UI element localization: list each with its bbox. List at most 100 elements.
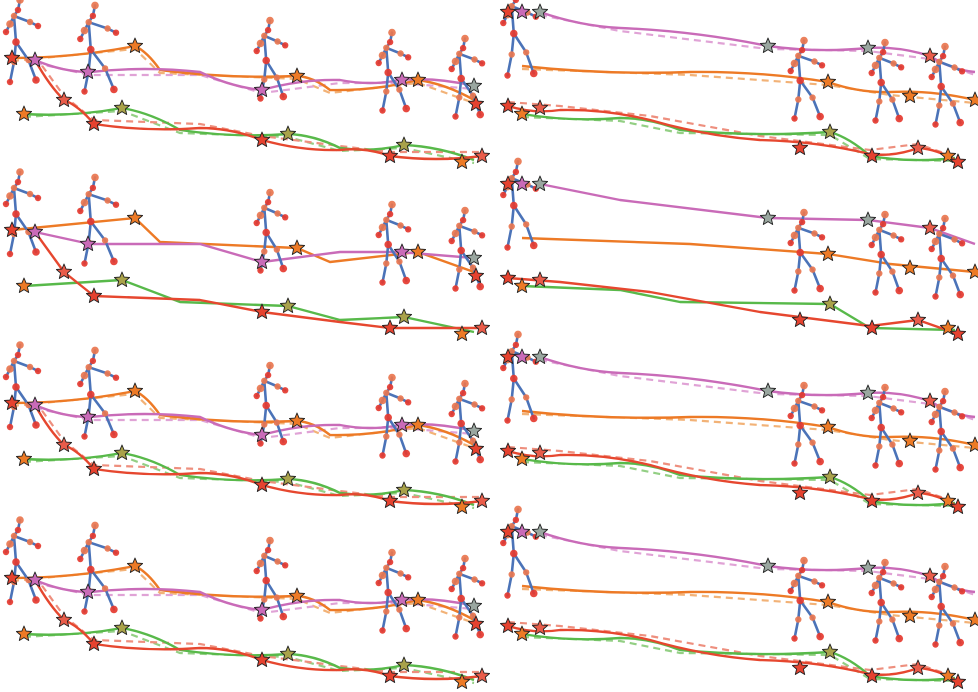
joint-dot: [478, 60, 486, 67]
skeleton-bone: [89, 568, 107, 590]
skeleton-bone: [381, 435, 388, 457]
star-marker: [409, 71, 427, 87]
skeleton-bone: [262, 379, 268, 407]
joint-dot: [262, 401, 271, 410]
joint-dot: [404, 226, 412, 233]
joint-dot: [818, 234, 826, 241]
joint-dot: [253, 392, 260, 400]
joint-dot: [10, 184, 18, 192]
star-marker: [821, 295, 839, 311]
star-marker: [465, 77, 483, 93]
joint-dot: [404, 399, 412, 406]
joint-dot: [375, 404, 382, 412]
skeleton-bone: [796, 574, 802, 602]
joint-dot: [890, 580, 897, 587]
joint-dot: [504, 592, 511, 599]
skeleton-bone: [454, 268, 461, 290]
skeleton-bone: [793, 98, 800, 120]
star-marker: [859, 211, 877, 227]
joint-dot: [956, 290, 964, 299]
star-marker: [79, 63, 97, 79]
joint-dot: [868, 589, 875, 597]
joint-dot: [956, 638, 964, 647]
joint-dot: [101, 585, 109, 592]
joint-dot: [402, 104, 411, 113]
joint-dot: [811, 578, 818, 585]
joint-dot: [928, 418, 935, 426]
joint-dot: [451, 57, 460, 66]
star-marker: [473, 319, 491, 335]
joint-dot: [811, 403, 818, 410]
joint-dot: [273, 246, 281, 253]
joint-dot: [868, 241, 875, 249]
joint-dot: [16, 341, 24, 349]
joint-dot: [261, 204, 268, 211]
skeleton-bone: [874, 272, 881, 294]
joint-dot: [32, 421, 40, 429]
star-marker: [966, 436, 978, 452]
star-marker: [499, 617, 517, 633]
joint-dot: [273, 74, 281, 81]
star-marker: [759, 209, 777, 225]
joint-dot: [895, 114, 904, 123]
stick-figure: [448, 379, 486, 465]
joint-dot: [456, 395, 463, 402]
joint-dot: [795, 397, 802, 404]
star-marker: [467, 440, 485, 456]
joint-dot: [811, 58, 818, 65]
joint-dot: [89, 357, 97, 365]
joint-dot: [522, 49, 530, 56]
skeleton-bone: [457, 572, 463, 600]
joint-dot: [508, 175, 515, 182]
stick-figure: [375, 200, 412, 286]
star-marker: [409, 591, 427, 607]
skeleton-bone: [793, 443, 800, 465]
joint-dot: [262, 576, 271, 585]
star-marker: [921, 47, 939, 63]
joint-dot: [932, 466, 939, 473]
joint-dot: [958, 413, 966, 420]
joint-dot: [939, 52, 947, 60]
joint-dot: [471, 576, 478, 583]
joint-dot: [110, 85, 118, 94]
joint-dot: [104, 370, 111, 377]
joint-dot: [396, 86, 403, 93]
joint-dot: [795, 268, 802, 275]
star-marker: [819, 73, 837, 89]
joint-dot: [816, 457, 824, 466]
joint-dot: [112, 374, 120, 381]
star-marker: [499, 523, 517, 539]
joint-dot: [104, 25, 111, 32]
star-marker: [821, 468, 839, 484]
joint-dot: [386, 210, 394, 218]
joint-dot: [112, 549, 120, 556]
joint-dot: [32, 248, 40, 256]
joint-dot: [937, 254, 945, 263]
joint-dot: [895, 634, 904, 643]
star-marker: [393, 416, 411, 432]
stick-figure: [448, 206, 486, 292]
joint-dot: [12, 38, 20, 46]
joint-dot: [941, 214, 949, 223]
star-marker: [821, 643, 839, 659]
joint-dot: [508, 396, 515, 403]
skeleton-bone: [384, 391, 390, 419]
star-marker: [395, 308, 413, 324]
star-marker: [26, 51, 44, 67]
skeleton-bone: [12, 359, 18, 389]
joint-dot: [816, 112, 824, 121]
joint-dot: [928, 245, 935, 253]
joint-dot: [81, 608, 88, 615]
stick-figure: [77, 521, 120, 615]
star-marker: [759, 557, 777, 573]
joint-dot: [500, 364, 507, 372]
star-marker: [531, 3, 549, 19]
joint-dot: [26, 363, 34, 371]
star-marker: [381, 319, 399, 335]
joint-dot: [790, 231, 799, 240]
joint-dot: [85, 539, 92, 546]
joint-dot: [876, 98, 883, 105]
joint-dot: [890, 405, 897, 412]
joint-dot: [396, 606, 403, 613]
star-marker: [949, 153, 967, 169]
